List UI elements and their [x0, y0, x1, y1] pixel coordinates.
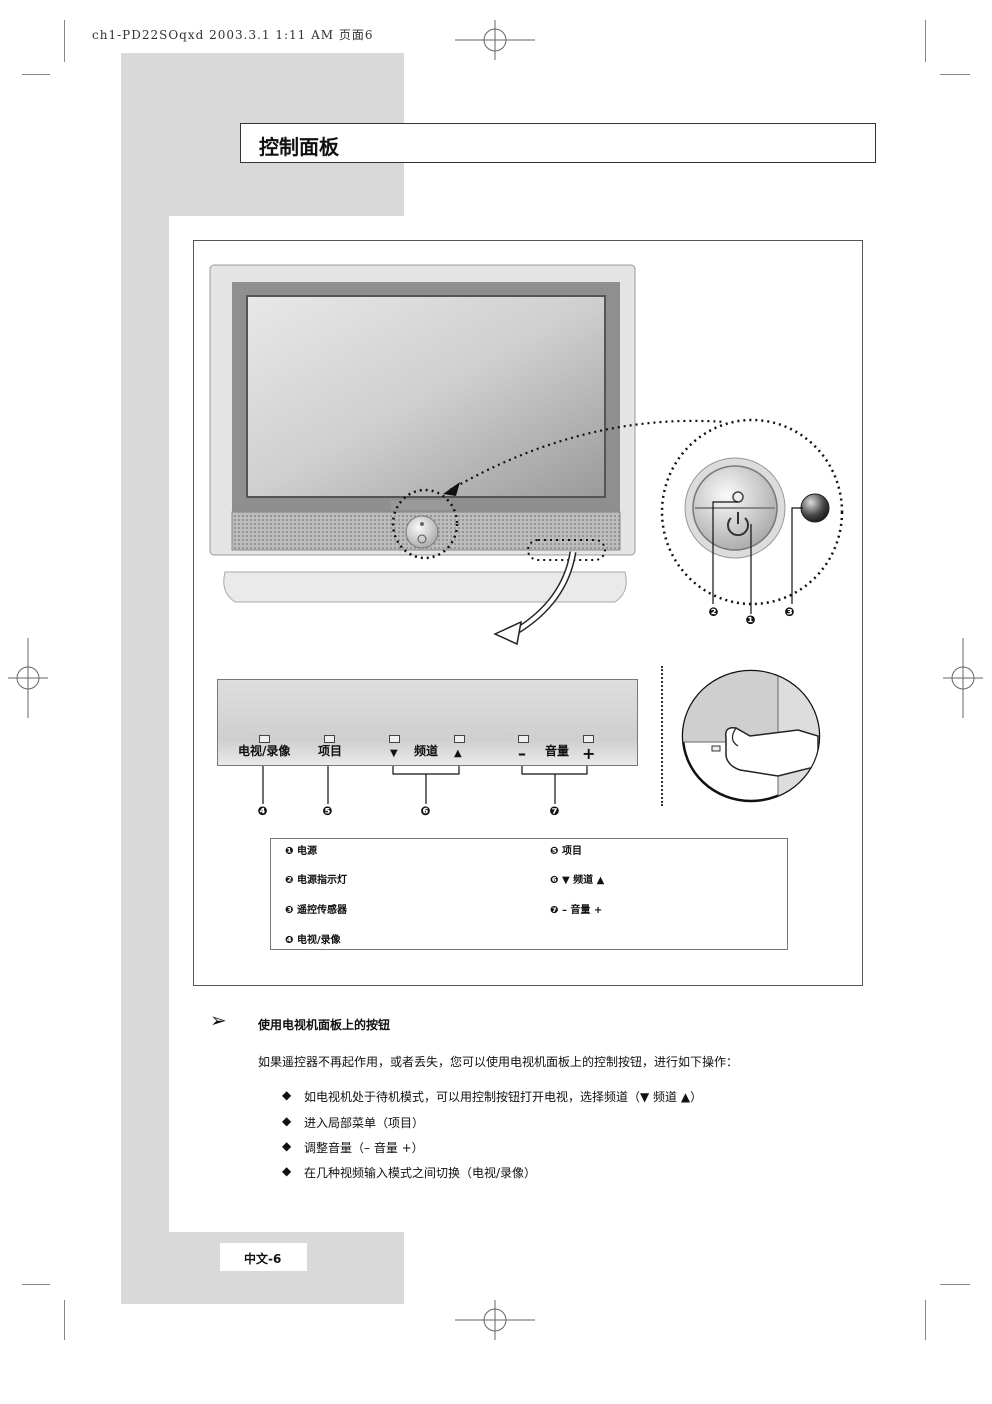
crop-mark	[925, 20, 926, 62]
channel-label: 频道	[414, 744, 439, 758]
bullet-icon: ◆	[282, 1114, 292, 1128]
bullet-4: 在几种视频输入模式之间切换（电视/录像）	[304, 1166, 537, 1180]
tv-video-label: 电视/录像	[238, 744, 291, 758]
crop-mark	[925, 1300, 926, 1340]
crop-mark	[22, 74, 50, 75]
legend-item-6: ❻ ▼ 频道 ▲	[550, 875, 605, 886]
gray-band-left	[121, 216, 169, 1304]
callout-4: ❹	[257, 804, 268, 818]
callout-1: ❶	[745, 613, 756, 627]
callout-6: ❻	[420, 804, 431, 818]
note-heading: 使用电视机面板上的按钮	[258, 1018, 391, 1032]
volume-up-button	[583, 735, 594, 743]
legend-item-7: ❼ – 音量 +	[550, 905, 603, 916]
dotted-divider	[661, 666, 663, 806]
section-title-box: 控制面板	[240, 123, 876, 163]
vol-plus-label: +	[582, 744, 596, 763]
page-number: 中文-6	[244, 1252, 282, 1266]
volume-down-button	[518, 735, 529, 743]
volume-label: 音量	[545, 744, 570, 758]
note-arrow-icon: ➢	[210, 1008, 227, 1032]
bullet-2: 进入局部菜单（项目）	[304, 1116, 425, 1130]
legend-box: ❶ 电源 ❷ 电源指示灯 ❸ 遥控传感器 ❹ 电视/录像 ❺ 项目 ❻ ▼ 频道…	[270, 838, 788, 950]
note-intro: 如果遥控器不再起作用，或者丢失，您可以使用电视机面板上的控制按钮，进行如下操作：	[258, 1055, 739, 1069]
channel-up-label: ▲	[454, 748, 462, 759]
section-title: 控制面板	[259, 135, 339, 159]
bullet-icon: ◆	[282, 1139, 292, 1153]
channel-up-button	[454, 735, 465, 743]
legend-item-5: ❺ 项目	[550, 846, 582, 857]
menu-button	[324, 735, 335, 743]
registration-mark-bottom	[455, 1300, 535, 1340]
vol-minus-label: –	[518, 744, 526, 763]
legend-item-1: ❶ 电源	[285, 846, 317, 857]
crop-mark	[940, 74, 970, 75]
bullet-1: 如电视机处于待机模式，可以用控制按钮打开电视，选择频道（▼ 频道 ▲）	[304, 1090, 703, 1104]
callout-3: ❸	[784, 605, 795, 619]
callout-2: ❷	[708, 605, 719, 619]
panel-callout-lines	[262, 766, 588, 804]
crop-mark	[940, 1284, 970, 1285]
channel-down-label: ▼	[390, 748, 398, 759]
control-panel-closeup: 电视/录像 项目 ▼ 频道 ▲ – 音量 +	[217, 679, 638, 766]
tv-video-button	[259, 735, 270, 743]
tv-illustration	[209, 264, 844, 646]
crop-mark	[22, 1284, 50, 1285]
registration-mark-top	[455, 20, 535, 60]
registration-mark-left	[8, 638, 48, 718]
legend-item-4: ❹ 电视/录像	[285, 935, 341, 946]
legend-item-2: ❷ 电源指示灯	[285, 875, 347, 886]
bullet-icon: ◆	[282, 1088, 292, 1102]
page-number-box: 中文-6	[220, 1243, 307, 1271]
hand-pressing-illustration	[681, 669, 821, 803]
menu-label: 项目	[318, 744, 343, 758]
registration-mark-right	[943, 638, 983, 718]
crop-mark	[64, 1300, 65, 1340]
bullet-3: 调整音量（– 音量 +）	[304, 1141, 424, 1155]
callout-5: ❺	[322, 804, 333, 818]
callout-7: ❼	[549, 804, 560, 818]
bullet-icon: ◆	[282, 1164, 292, 1178]
print-header: ch1-PD22SOqxd 2003.3.1 1:11 AM 页面6	[92, 28, 374, 42]
crop-mark	[64, 20, 65, 62]
legend-item-3: ❸ 遥控传感器	[285, 905, 347, 916]
channel-down-button	[389, 735, 400, 743]
